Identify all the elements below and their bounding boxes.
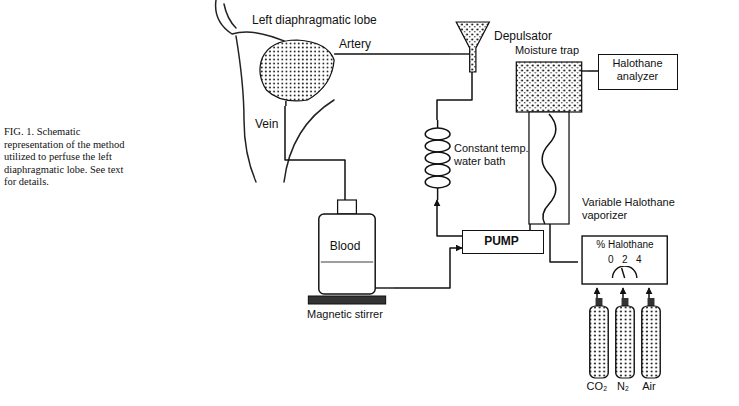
drawing-stroke bbox=[516, 62, 581, 112]
drawing-stroke bbox=[216, 0, 334, 182]
vaporizer: Variable Halothane vaporizer % Halothane bbox=[578, 196, 720, 288]
part-label: % Halothane bbox=[586, 239, 664, 251]
drawing-stroke bbox=[542, 114, 556, 224]
moisture-trap-shape bbox=[510, 44, 588, 224]
lung-lobe: Left diaphragmatic lobe bbox=[252, 14, 406, 106]
gas-cylinder: N₂ bbox=[610, 298, 640, 398]
tube-connector bbox=[588, 70, 598, 72]
part-label: Halothane analyzer bbox=[601, 57, 674, 82]
analyzer-box: Halothane analyzer bbox=[598, 54, 678, 90]
drawing-stroke bbox=[338, 200, 357, 214]
drawing-stroke bbox=[450, 53, 470, 54]
drawing-stroke bbox=[425, 152, 450, 164]
drawing-stroke bbox=[596, 298, 603, 306]
dial-number: 4 bbox=[635, 254, 643, 266]
tube-connector bbox=[622, 288, 624, 298]
drawing-stroke bbox=[642, 306, 660, 378]
tube-label: Vein bbox=[254, 118, 279, 132]
part-label: Air bbox=[636, 380, 662, 393]
water-bath-coil: Constant temp. water bath bbox=[420, 120, 534, 200]
dial-number: 0 bbox=[607, 254, 615, 266]
drawing-stroke bbox=[622, 268, 625, 278]
gas-cylinder: CO₂ bbox=[584, 298, 614, 398]
drawing-stroke bbox=[612, 266, 636, 278]
tube-connector bbox=[437, 72, 472, 120]
drawing-stroke bbox=[321, 262, 373, 263]
drawing-stroke bbox=[529, 112, 569, 224]
drawing-stroke bbox=[425, 164, 450, 176]
part-label: Moisture trap bbox=[510, 44, 584, 57]
drawing-stroke bbox=[437, 120, 438, 128]
drawing-stroke bbox=[648, 298, 655, 306]
part-label: Depulsator bbox=[494, 30, 562, 44]
tube-connector bbox=[285, 106, 345, 200]
part-label: N₂ bbox=[610, 380, 636, 393]
part-label: Magnetic stirrer bbox=[300, 308, 390, 321]
figure-caption: FIG. 1. Schematic representation of the … bbox=[4, 126, 126, 189]
pump-box: PUMP bbox=[462, 230, 544, 254]
dial-number: 2 bbox=[621, 254, 629, 266]
drawing-stroke bbox=[308, 296, 385, 304]
drawing-stroke bbox=[590, 306, 608, 378]
drawing-stroke bbox=[425, 128, 450, 140]
part-label: Left diaphragmatic lobe bbox=[252, 14, 402, 28]
drawing-stroke bbox=[224, 4, 236, 28]
drawing-stroke bbox=[319, 214, 375, 294]
part-label: Variable Halothane vaporizer bbox=[582, 196, 716, 221]
blood-reservoir: BloodMagnetic stirrer bbox=[300, 200, 394, 338]
moisture-trap: Moisture trap bbox=[510, 44, 588, 224]
drawing-stroke bbox=[582, 236, 667, 284]
drawing-stroke bbox=[437, 188, 438, 200]
drawing-stroke bbox=[425, 140, 450, 152]
drawing-stroke bbox=[284, 100, 334, 182]
gas-cylinder: Air bbox=[636, 298, 666, 398]
tube-connector bbox=[394, 248, 462, 288]
drawing-stroke bbox=[260, 40, 334, 101]
part-label: Constant temp. water bath bbox=[454, 142, 530, 167]
drawing-stroke bbox=[456, 22, 489, 72]
tube-connector bbox=[648, 288, 650, 298]
drawing-stroke bbox=[616, 306, 634, 378]
tube-connector bbox=[596, 288, 598, 298]
drawing-stroke bbox=[236, 36, 256, 182]
drawing-stroke bbox=[425, 176, 450, 188]
drawing-stroke bbox=[334, 53, 406, 54]
tube-connector bbox=[406, 53, 450, 55]
tube-connector bbox=[437, 200, 462, 236]
drawing-stroke bbox=[285, 101, 286, 106]
drawing-stroke bbox=[375, 287, 394, 288]
part-label: CO₂ bbox=[584, 380, 610, 393]
lung-lobe-shape bbox=[252, 14, 406, 106]
part-label: Blood bbox=[318, 240, 372, 254]
tube-connector bbox=[550, 224, 578, 262]
drawing-stroke bbox=[582, 70, 588, 71]
tube-label: Artery bbox=[338, 38, 372, 52]
drawing-stroke bbox=[622, 298, 629, 306]
part-label: PUMP bbox=[463, 235, 540, 249]
